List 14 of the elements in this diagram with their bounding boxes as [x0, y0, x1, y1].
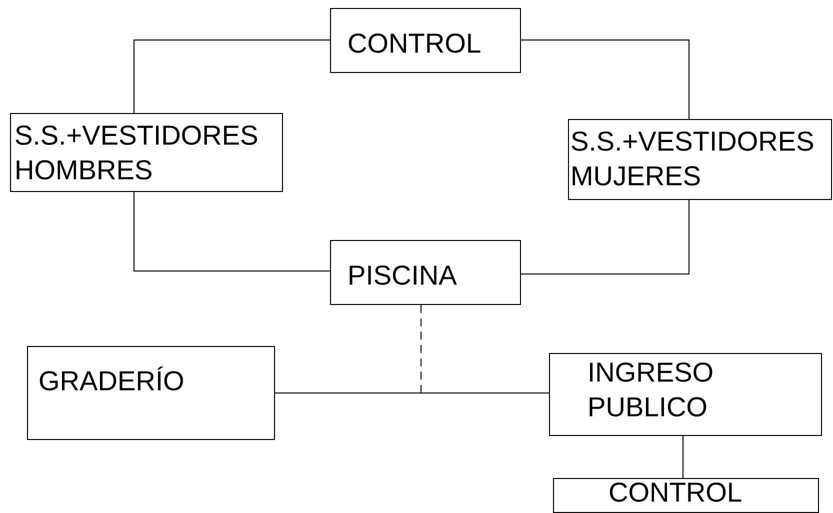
- connector-line: [134, 40, 330, 114]
- room-box: CONTROL: [553, 478, 819, 513]
- dashed-connector: [420, 304, 422, 394]
- connector-line: [520, 40, 690, 120]
- room-box: PISCINA: [330, 240, 521, 305]
- room-box: S.S.+VESTIDORES HOMBRES: [10, 113, 283, 192]
- room-box: S.S.+VESTIDORES MUJERES: [568, 119, 832, 200]
- room-box: GRADERÍO: [27, 346, 275, 440]
- connector-line: [134, 192, 330, 272]
- connector-line: [274, 392, 550, 394]
- room-box: INGRESO PUBLICO: [549, 353, 822, 436]
- connector-line: [682, 436, 684, 478]
- room-box: CONTROL: [330, 8, 521, 73]
- connector-line: [520, 200, 690, 274]
